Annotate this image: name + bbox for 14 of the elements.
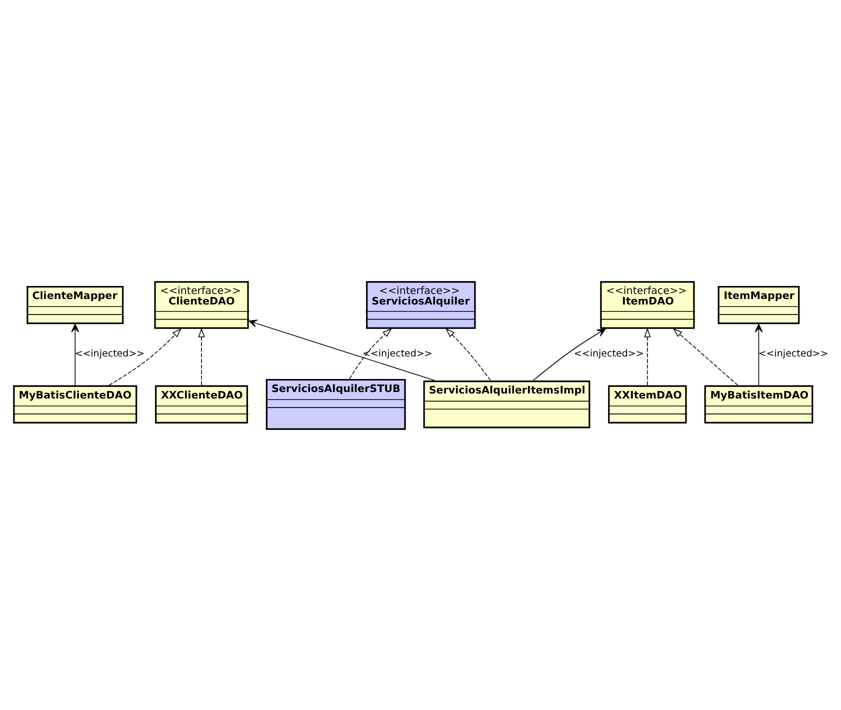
arrow — [644, 327, 651, 386]
edge-label: <<injected>> — [574, 348, 644, 359]
arrow — [71, 323, 80, 386]
arrow — [248, 319, 435, 380]
arrow — [672, 328, 738, 386]
arrow — [108, 328, 182, 386]
arrow — [532, 328, 606, 380]
arrow — [198, 327, 205, 386]
edge-label: <<injected>> — [74, 348, 145, 359]
arrow — [754, 323, 763, 386]
arrow — [349, 328, 392, 379]
edge-label: <<injected>> — [362, 348, 432, 359]
arrow — [445, 328, 491, 380]
edge-label: <<injected>> — [758, 348, 828, 359]
